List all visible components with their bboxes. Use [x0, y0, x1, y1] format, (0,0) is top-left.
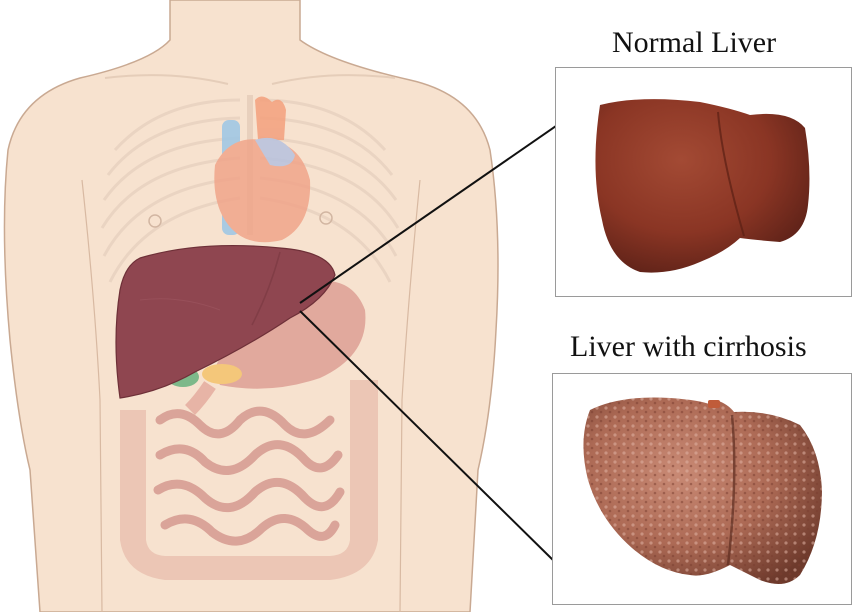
cirrhotic-liver-image — [583, 398, 822, 585]
normal-liver-label: Normal Liver — [612, 26, 776, 60]
cirrhosis-liver-label: Liver with cirrhosis — [570, 330, 807, 364]
normal-liver-image — [595, 99, 809, 272]
